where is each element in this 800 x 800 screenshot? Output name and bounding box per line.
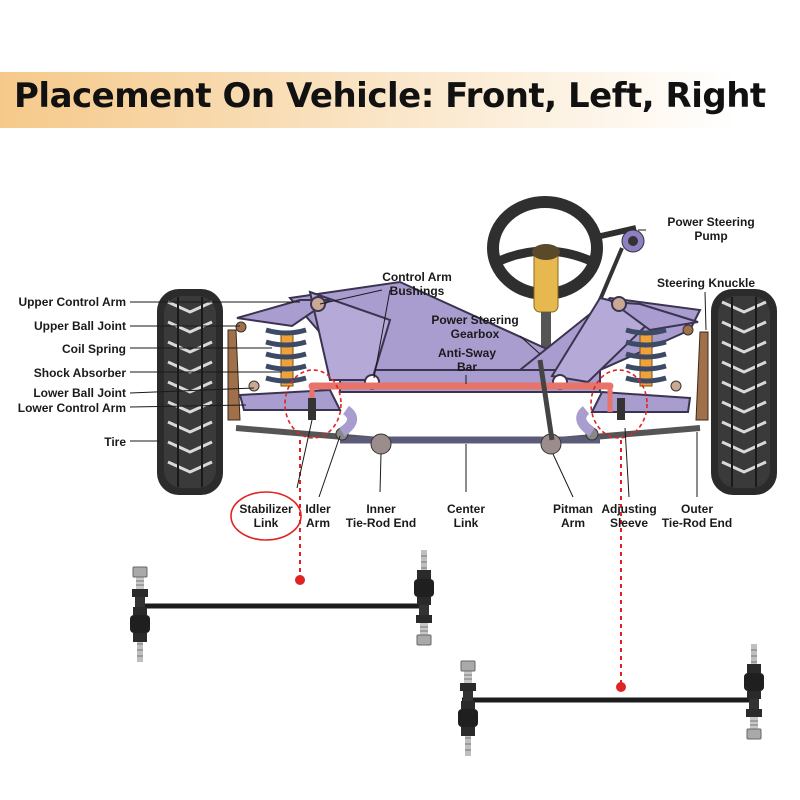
label-upper-control-arm: Upper Control Arm	[18, 295, 126, 309]
label-center-link-2: Link	[454, 516, 479, 530]
label-steering-knuckle: Steering Knuckle	[657, 276, 755, 290]
label-outer-tie-rod-end-2: Tie-Rod End	[662, 516, 732, 530]
label-lower-ball-joint: Lower Ball Joint	[33, 386, 126, 400]
stabilizer-link-left-product	[129, 549, 435, 663]
label-outer-tie-rod-end-1: Outer	[681, 502, 713, 516]
label-center-link-1: Center	[447, 502, 485, 516]
label-idler-arm-1: Idler	[305, 502, 331, 516]
leader-lines	[129, 229, 707, 498]
label-shock-absorber: Shock Absorber	[34, 366, 127, 380]
label-pitman-arm-1: Pitman	[553, 502, 593, 516]
label-inner-tie-rod-end-1: Inner	[366, 502, 396, 516]
label-control-arm-bushings-2: Bushings	[390, 284, 445, 298]
label-tire: Tire	[104, 435, 126, 449]
label-control-arm-bushings-1: Control Arm	[382, 270, 452, 284]
tire-right	[709, 287, 779, 497]
label-power-steering-pump-2: Pump	[694, 229, 727, 243]
label-anti-sway-bar-1: Anti-Sway	[438, 346, 496, 360]
title-highlight-band	[0, 72, 800, 128]
label-pitman-arm-2: Arm	[561, 516, 585, 530]
label-anti-sway-bar-2: Bar	[457, 360, 477, 374]
label-power-steering-pump-1: Power Steering	[667, 215, 754, 229]
label-stabilizer-link-1: Stabilizer	[239, 502, 293, 516]
stabilizer-link-callout-circle	[230, 491, 302, 541]
label-power-steering-gearbox-2: Gearbox	[451, 327, 500, 341]
label-coil-spring: Coil Spring	[62, 342, 126, 356]
stabilizer-link-right-product	[457, 643, 765, 757]
label-adjusting-sleeve-1: Adjusting	[601, 502, 656, 516]
suspension-illustration	[227, 196, 709, 455]
left-connector-dot	[295, 575, 305, 585]
right-connector-dot	[616, 682, 626, 692]
label-adjusting-sleeve-2: Sleeve	[610, 516, 648, 530]
page-title: Placement On Vehicle: Front, Left, Right	[14, 76, 766, 116]
label-inner-tie-rod-end-2: Tie-Rod End	[346, 516, 416, 530]
label-upper-ball-joint: Upper Ball Joint	[34, 319, 126, 333]
label-idler-arm-2: Arm	[306, 516, 330, 530]
label-stabilizer-link-2: Link	[254, 516, 279, 530]
label-power-steering-gearbox-1: Power Steering	[431, 313, 518, 327]
label-lower-control-arm: Lower Control Arm	[18, 401, 126, 415]
